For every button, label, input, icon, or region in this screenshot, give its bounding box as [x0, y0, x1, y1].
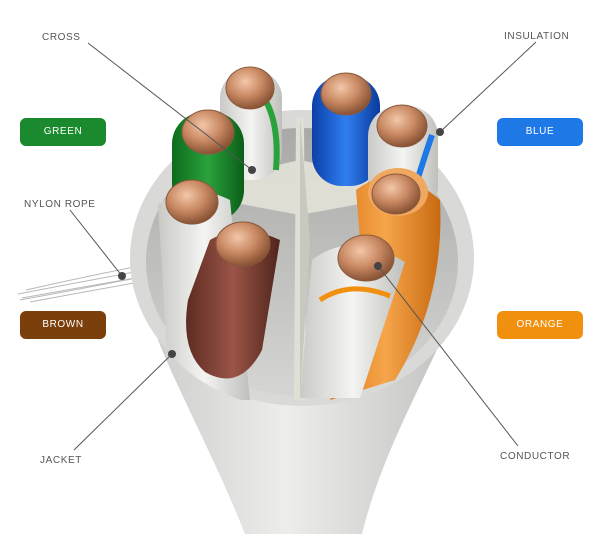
conductor-label: CONDUCTOR [500, 451, 571, 462]
brown-badge: BROWN [20, 311, 106, 339]
leader-lines [69, 41, 537, 451]
jacket-label: JACKET [40, 455, 82, 466]
nylon-rope-label: NYLON ROPE [24, 199, 96, 210]
insulation-label: INSULATION [504, 31, 570, 42]
cross-label: CROSS [42, 32, 81, 43]
blue-badge: BLUE [497, 118, 583, 146]
wire-white-orange [300, 234, 405, 398]
leader-dots [118, 128, 444, 358]
wire-blue [312, 72, 380, 186]
orange-badge: ORANGE [497, 311, 583, 339]
green-badge: GREEN [20, 118, 106, 146]
wire-brown [186, 221, 280, 379]
